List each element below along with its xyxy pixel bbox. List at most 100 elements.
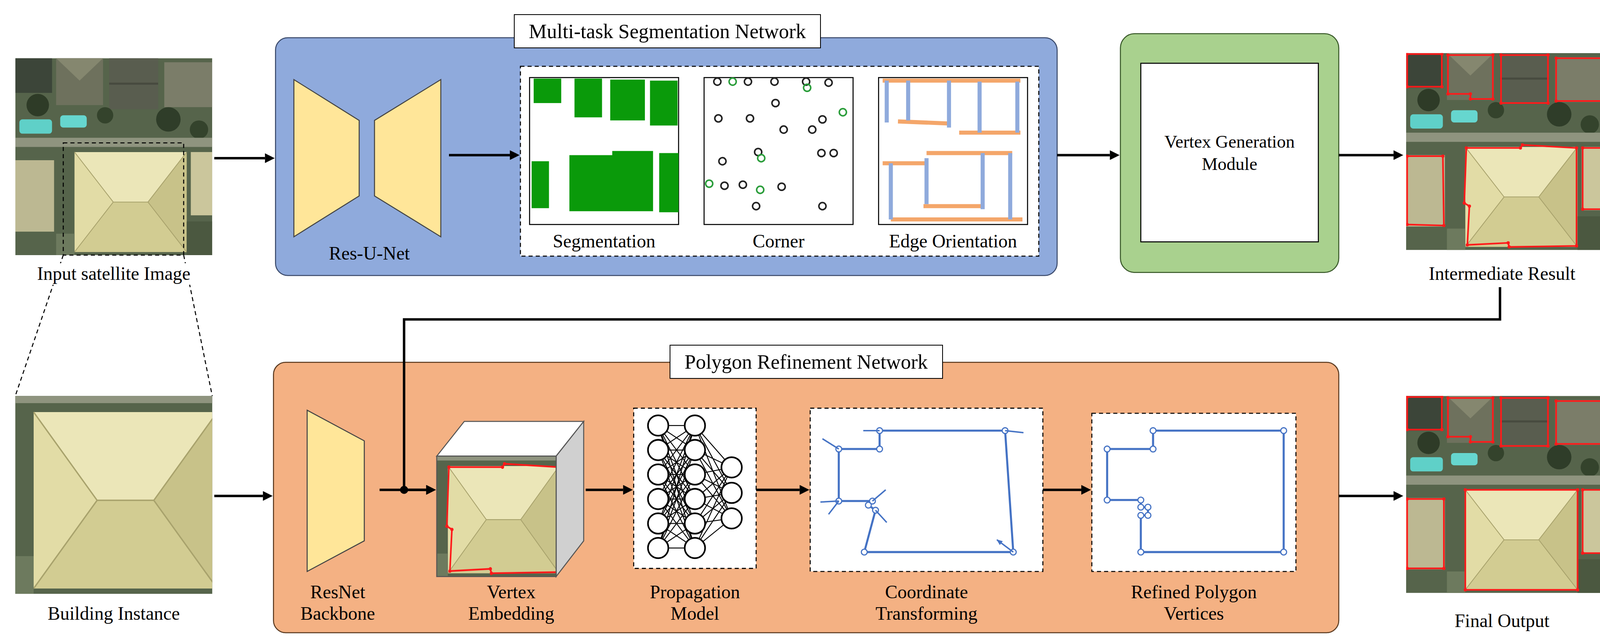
node-label: Segmentation <box>522 230 686 253</box>
corner-map <box>824 79 833 87</box>
edge-orientation-map <box>926 150 1012 155</box>
edge-orientation-map <box>947 80 952 128</box>
edge-orientation-map <box>906 80 911 121</box>
corner-map <box>803 84 811 92</box>
neural-network-icon <box>648 464 669 485</box>
arrow-connector <box>214 494 263 498</box>
vertex-offset-icon <box>810 408 1044 572</box>
segmentation-map <box>610 79 646 121</box>
corner-map <box>704 77 853 225</box>
edge-orientation-map <box>924 158 929 205</box>
embedding-cube-shape <box>446 463 557 574</box>
polygon-box: Refined Polygon Vertices <box>1091 405 1296 628</box>
corner-map <box>777 183 786 191</box>
vertex-offset-icon <box>838 430 1014 552</box>
corner-map <box>756 186 765 194</box>
arrow-connector <box>755 488 800 492</box>
arrow-connector <box>1057 153 1111 157</box>
network-panel: Multi-task Segmentation NetworkRes-U-Net… <box>275 37 1057 276</box>
edge-orientation-map <box>1015 81 1020 133</box>
connector-group <box>214 154 1500 496</box>
segmentation-map <box>533 78 562 104</box>
output-map: Segmentation <box>520 73 688 255</box>
corner-map <box>771 77 779 86</box>
neural-network-icon <box>684 439 705 460</box>
image-node: Intermediate Result <box>1404 51 1600 288</box>
encoder-decoder-shape <box>294 79 441 237</box>
encoder-decoder: Res-U-Net <box>289 75 449 267</box>
embedding-cube-shape <box>436 456 557 577</box>
encoder-decoder-shape <box>294 79 360 237</box>
arrow-connector <box>1338 153 1394 157</box>
node-label: Refined Polygon Vertices <box>1119 581 1268 625</box>
result-image <box>1406 53 1600 251</box>
corner-map <box>771 99 780 107</box>
node-label: Input satellite Image <box>17 263 211 285</box>
neural-network-icon <box>721 508 742 529</box>
satellite-image <box>15 57 213 256</box>
edge-orientation-map <box>878 77 1028 225</box>
corner-map <box>713 77 722 86</box>
neural-network-icon <box>658 425 732 548</box>
edge-orientation-map <box>923 204 983 209</box>
junction-dot <box>399 485 409 494</box>
refined-polygon-icon <box>1107 430 1284 552</box>
segmentation-map <box>569 150 653 211</box>
backbone-shape <box>307 410 365 572</box>
satellite-image <box>15 395 213 594</box>
network-panel: Polygon Refinement NetworkResNet Backbon… <box>273 362 1339 633</box>
panel-ground <box>275 37 1057 276</box>
refined-polygon-icon <box>1091 413 1296 572</box>
node-label: Edge Orientation <box>872 230 1034 253</box>
panel-ground <box>273 362 1339 633</box>
segmentation-map <box>529 77 679 225</box>
refined-polygon-icon <box>1091 413 1296 572</box>
corner-map <box>744 77 752 86</box>
node-label: Coordinate Transforming <box>860 581 993 625</box>
result-image <box>1406 395 1600 593</box>
corner-map <box>752 202 761 210</box>
neural-network-icon <box>648 537 669 559</box>
embedding-cube-shape <box>436 456 557 577</box>
dashed-frame <box>520 66 1039 257</box>
node-label: Building Instance <box>17 603 211 625</box>
edge-orientation-map <box>882 80 1023 220</box>
result-image <box>1406 395 1600 593</box>
neural-network-icon <box>633 408 756 569</box>
edge-orientation-map <box>959 130 1021 135</box>
arrow-connector <box>214 156 265 160</box>
node-label: Vertex Embedding <box>455 581 568 625</box>
result-image <box>1406 397 1600 591</box>
segmentation-map <box>529 77 679 225</box>
edge-orientation-map <box>977 81 982 133</box>
edge-orientation-map <box>878 77 1028 225</box>
output-map: Edge Orientation <box>871 73 1036 255</box>
embedding-cube-shape <box>436 456 557 577</box>
transform-box: Coordinate Transforming <box>810 405 1044 628</box>
edge-orientation-map <box>884 80 889 123</box>
arrow-connector <box>403 287 1500 490</box>
output-map: Corner <box>696 73 861 255</box>
corner-map <box>830 149 838 157</box>
corner-map <box>746 114 754 123</box>
corner-map <box>718 157 726 166</box>
embedding-cube-shape <box>389 365 585 577</box>
corner-map <box>779 126 788 134</box>
neural-network-icon <box>633 408 756 569</box>
node-label: Res-U-Net <box>292 242 446 265</box>
corner-map <box>705 77 847 194</box>
module-label: Vertex Generation Module <box>1153 130 1306 176</box>
segmentation-map <box>659 152 679 213</box>
node-label: Corner <box>698 230 858 253</box>
edge-orientation-map <box>886 80 1018 220</box>
neural-network-icon <box>684 415 705 436</box>
corner-map <box>839 108 847 116</box>
neural-network-icon <box>648 513 669 534</box>
image-node: Building Instance <box>13 393 215 628</box>
backbone: ResNet Backbone <box>296 408 380 627</box>
neural-network-icon <box>684 464 705 485</box>
corner-map <box>818 202 827 210</box>
satellite-image <box>15 57 213 256</box>
edge-orientation-map <box>890 217 1023 222</box>
